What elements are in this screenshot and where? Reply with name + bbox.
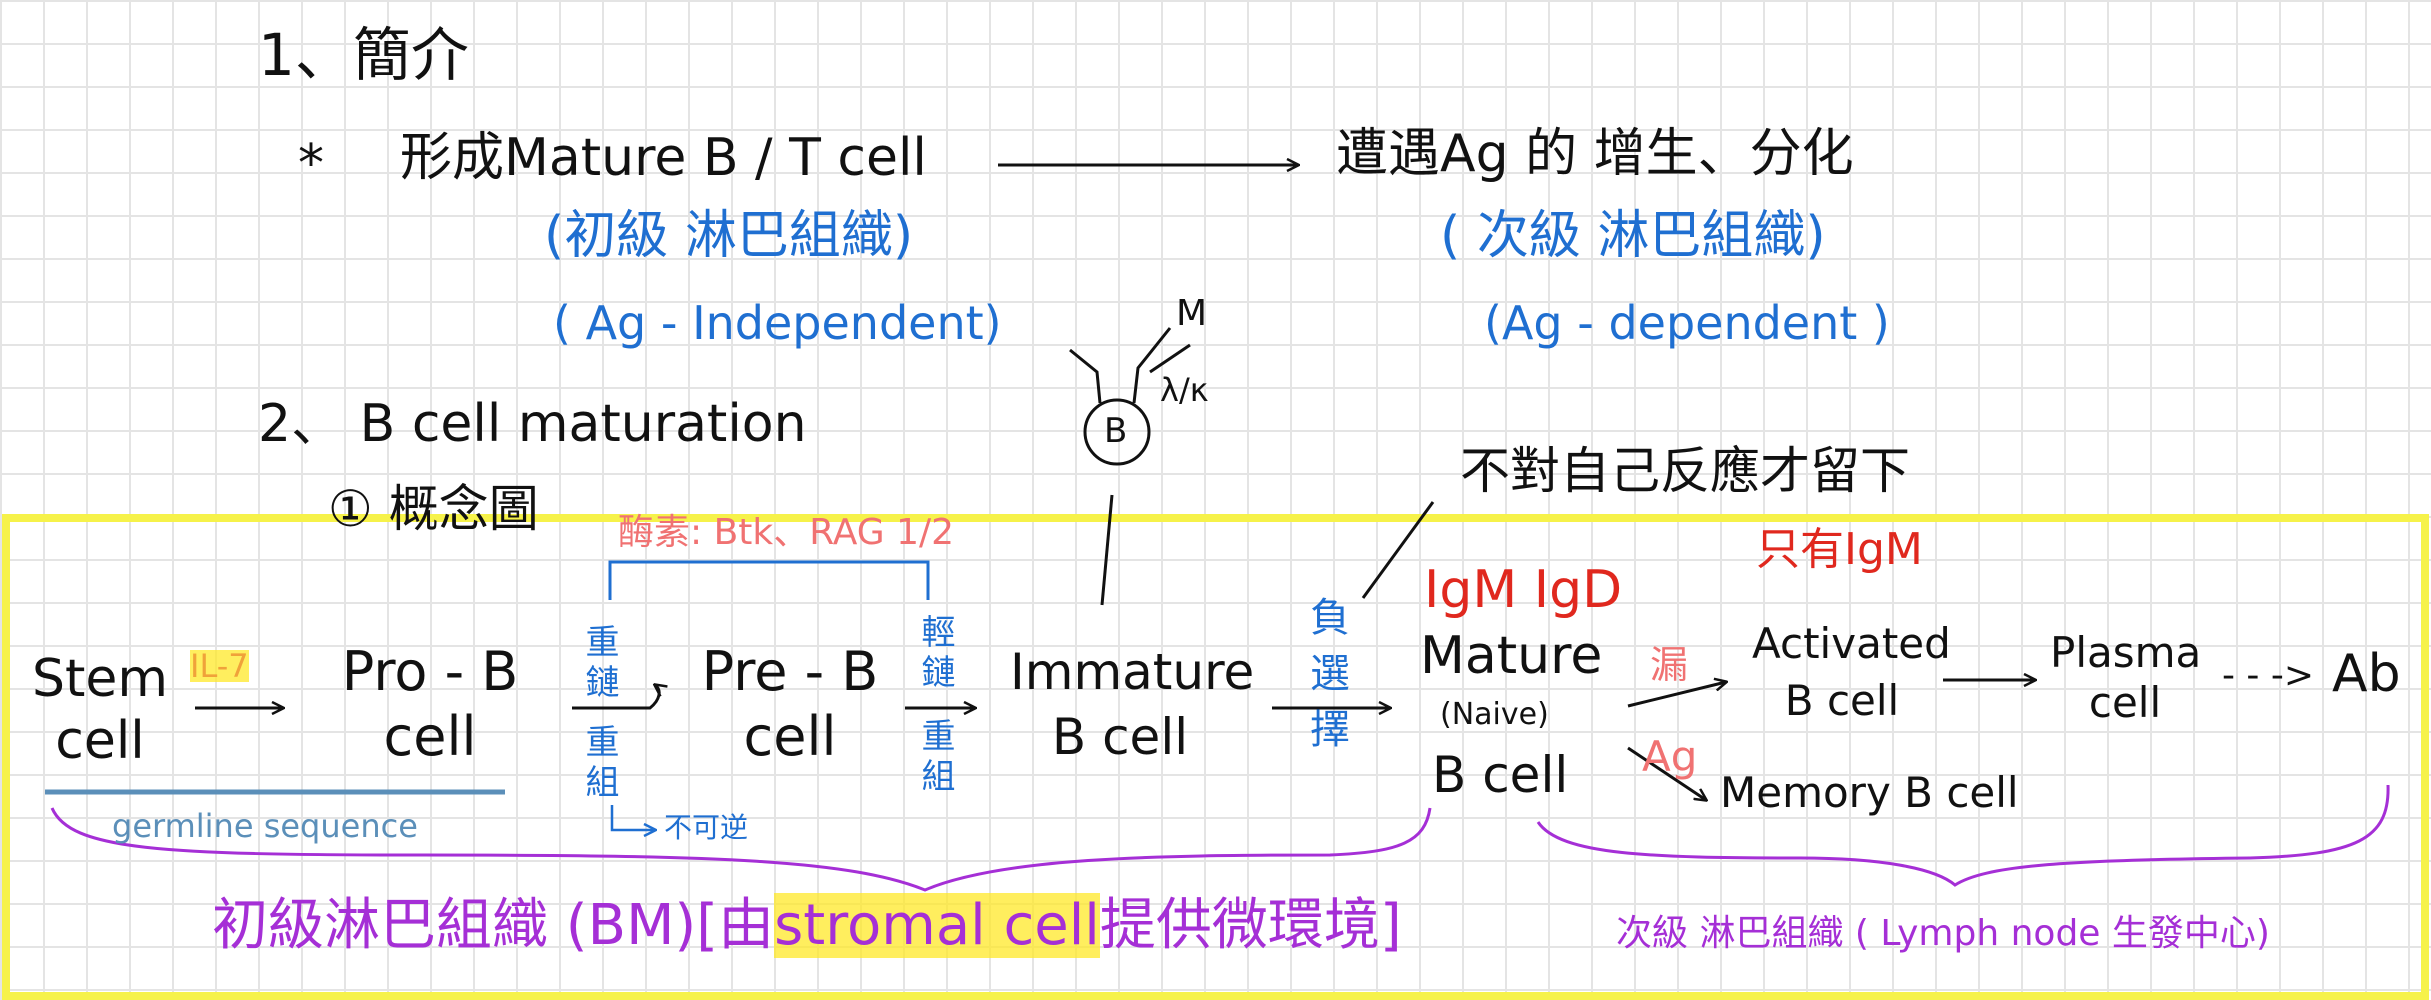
antibody-drawing xyxy=(1069,327,1191,606)
arrow-plasma-ab: - - -> xyxy=(2222,655,2315,696)
cell-activated: Activated B cell xyxy=(1752,616,1951,729)
maturation-subheading: ① 概念圖 xyxy=(328,480,539,538)
intro-primary-tissue: (初級 淋巴組織) xyxy=(544,206,914,266)
antibody-m-label: M xyxy=(1176,293,1208,334)
intro-ag-independent: ( Ag - Independent) xyxy=(553,296,1002,350)
cell-immature: Immature B cell xyxy=(1010,640,1254,770)
ag-label: Ag xyxy=(1642,732,1698,781)
enzymes-label: 酶素: Btk、RAG 1/2 xyxy=(618,512,955,553)
cell-mature: Mature xyxy=(1420,626,1603,686)
intro-heading: 1、簡介 xyxy=(258,21,469,89)
cell-pre-b: Pre - B cell xyxy=(690,640,890,770)
light-chain-label: 輕鏈 xyxy=(915,614,955,694)
igm-igd-label: IgM IgD xyxy=(1424,560,1623,620)
light-recomb-label: 重組 xyxy=(915,718,955,798)
cell-ab: Ab xyxy=(2332,644,2401,704)
intro-form-mature: 形成Mature B / T cell xyxy=(400,128,927,188)
antibody-lk-label: λ/κ xyxy=(1160,371,1209,409)
note-pointer xyxy=(1361,501,1435,599)
cell-naive: (Naive) xyxy=(1440,697,1549,732)
cell-pre-b-label: Pre - B cell xyxy=(701,640,879,768)
cell-pro-b-label: Pro - B cell xyxy=(341,640,519,768)
primary-tissue-bm: 初級淋巴組織 (BM)[由stromal cell提供微環境] xyxy=(212,893,1402,958)
irreversible-label: 不可逆 xyxy=(664,811,749,844)
cell-stem-label: Stem cell xyxy=(31,649,169,772)
only-igm-label: 只有IgM xyxy=(1756,524,1923,575)
germline-label: germline sequence xyxy=(112,807,418,845)
negative-selection-label: 負選擇 xyxy=(1303,596,1349,764)
stromal-cell-highlight: stromal cell xyxy=(774,893,1100,958)
cell-stem: Stem cell xyxy=(20,648,180,773)
intro-encounter-ag: 遭遇Ag 的 增生、分化 xyxy=(1336,124,1854,184)
secondary-tissue-ln: 次級 淋巴組織 ( Lymph node 生發中心) xyxy=(1616,913,2270,954)
heavy-recomb-label: 重組 xyxy=(579,724,619,804)
irreversible-bracket xyxy=(610,805,655,830)
cell-activated-label: Activated B cell xyxy=(1752,619,1951,725)
cell-plasma: Plasma cell xyxy=(2050,628,2202,729)
enzyme-bracket xyxy=(608,560,930,600)
cell-immature-label: Immature B cell xyxy=(1010,643,1255,766)
heavy-chain-label: 重鏈 xyxy=(579,624,619,704)
maturation-heading: 2、 B cell maturation xyxy=(258,394,807,454)
intro-secondary-tissue: ( 次級 淋巴組織) xyxy=(1440,206,1826,266)
primary-tissue-text: 初級淋巴組織 (BM)[由 xyxy=(212,893,775,958)
antibody-b-label: B xyxy=(1104,411,1128,451)
micro-env-text: 提供微環境] xyxy=(1099,893,1402,958)
leak-label: 漏 xyxy=(1650,643,1689,687)
cell-memory: Memory B cell xyxy=(1720,768,2019,817)
cell-mature-b: B cell xyxy=(1432,746,1569,804)
cell-plasma-label: Plasma cell xyxy=(2050,628,2202,728)
not-self-reactive-note: 不對自己反應才留下 xyxy=(1460,442,1910,500)
cell-pro-b: Pro - B cell xyxy=(330,640,530,770)
intro-star: * xyxy=(298,134,324,194)
intro-ag-dependent: (Ag - dependent ) xyxy=(1484,296,1890,350)
il7-label: IL-7 xyxy=(190,647,249,685)
